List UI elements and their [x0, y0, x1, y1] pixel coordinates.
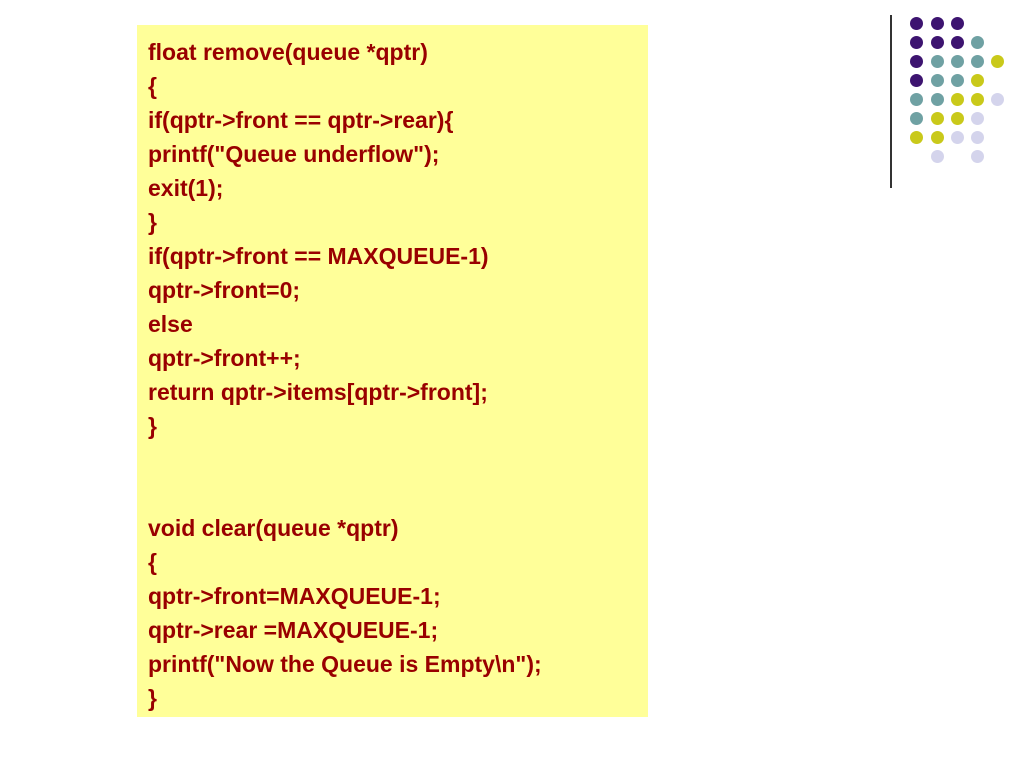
decorative-dot: [971, 150, 984, 163]
decorative-dot: [931, 131, 944, 144]
code-box: float remove(queue *qptr) { if(qptr->fro…: [137, 25, 648, 717]
decorative-dot: [931, 17, 944, 30]
code-line-3: if(qptr->front == qptr->rear){: [148, 107, 454, 133]
decorative-dot: [910, 93, 923, 106]
code-line-5: exit(1);: [148, 175, 224, 201]
decorative-dot: [951, 74, 964, 87]
decorative-dot: [910, 55, 923, 68]
decorative-dot: [951, 131, 964, 144]
code-line-11: return qptr->items[qptr->front];: [148, 379, 488, 405]
decorative-dot: [910, 112, 923, 125]
decorative-dot: [971, 55, 984, 68]
code-line-7: if(qptr->front == MAXQUEUE-1): [148, 243, 489, 269]
decorative-dot: [971, 36, 984, 49]
decorative-dot: [931, 36, 944, 49]
decorative-dot: [931, 150, 944, 163]
decorative-dot: [971, 74, 984, 87]
code-line-20: }: [148, 685, 157, 711]
decorative-dot: [931, 74, 944, 87]
decorative-dot: [951, 112, 964, 125]
code-line-16: {: [148, 549, 157, 575]
decorative-dot: [991, 55, 1004, 68]
code-line-1: float remove(queue *qptr): [148, 39, 428, 65]
code-line-8: qptr->front=0;: [148, 277, 301, 303]
code-line-4: printf("Queue underflow");: [148, 141, 440, 167]
code-line-2: {: [148, 73, 157, 99]
decorative-dot: [910, 17, 923, 30]
code-line-13: [148, 443, 648, 477]
code-line-15: void clear(queue *qptr): [148, 515, 399, 541]
code-line-19: printf("Now the Queue is Empty\n");: [148, 651, 542, 677]
decorative-divider: [890, 15, 892, 188]
decorative-dot: [971, 131, 984, 144]
decorative-dot: [991, 93, 1004, 106]
decorative-dot: [931, 112, 944, 125]
code-line-18: qptr->rear =MAXQUEUE-1;: [148, 617, 439, 643]
decorative-dot: [931, 55, 944, 68]
decorative-dot: [910, 36, 923, 49]
decorative-dot: [931, 93, 944, 106]
code-line-6: }: [148, 209, 157, 235]
decorative-dot: [951, 17, 964, 30]
code-line-14: [148, 477, 648, 511]
decorative-dot: [951, 36, 964, 49]
decorative-dot: [971, 93, 984, 106]
decorative-dot: [951, 55, 964, 68]
code-line-17: qptr->front=MAXQUEUE-1;: [148, 583, 441, 609]
code-line-9: else: [148, 311, 193, 337]
decorative-dot: [910, 74, 923, 87]
decorative-dot: [951, 93, 964, 106]
decorative-dot: [910, 131, 923, 144]
code-line-12: }: [148, 413, 157, 439]
code-line-10: qptr->front++;: [148, 345, 301, 371]
decorative-dot: [971, 112, 984, 125]
